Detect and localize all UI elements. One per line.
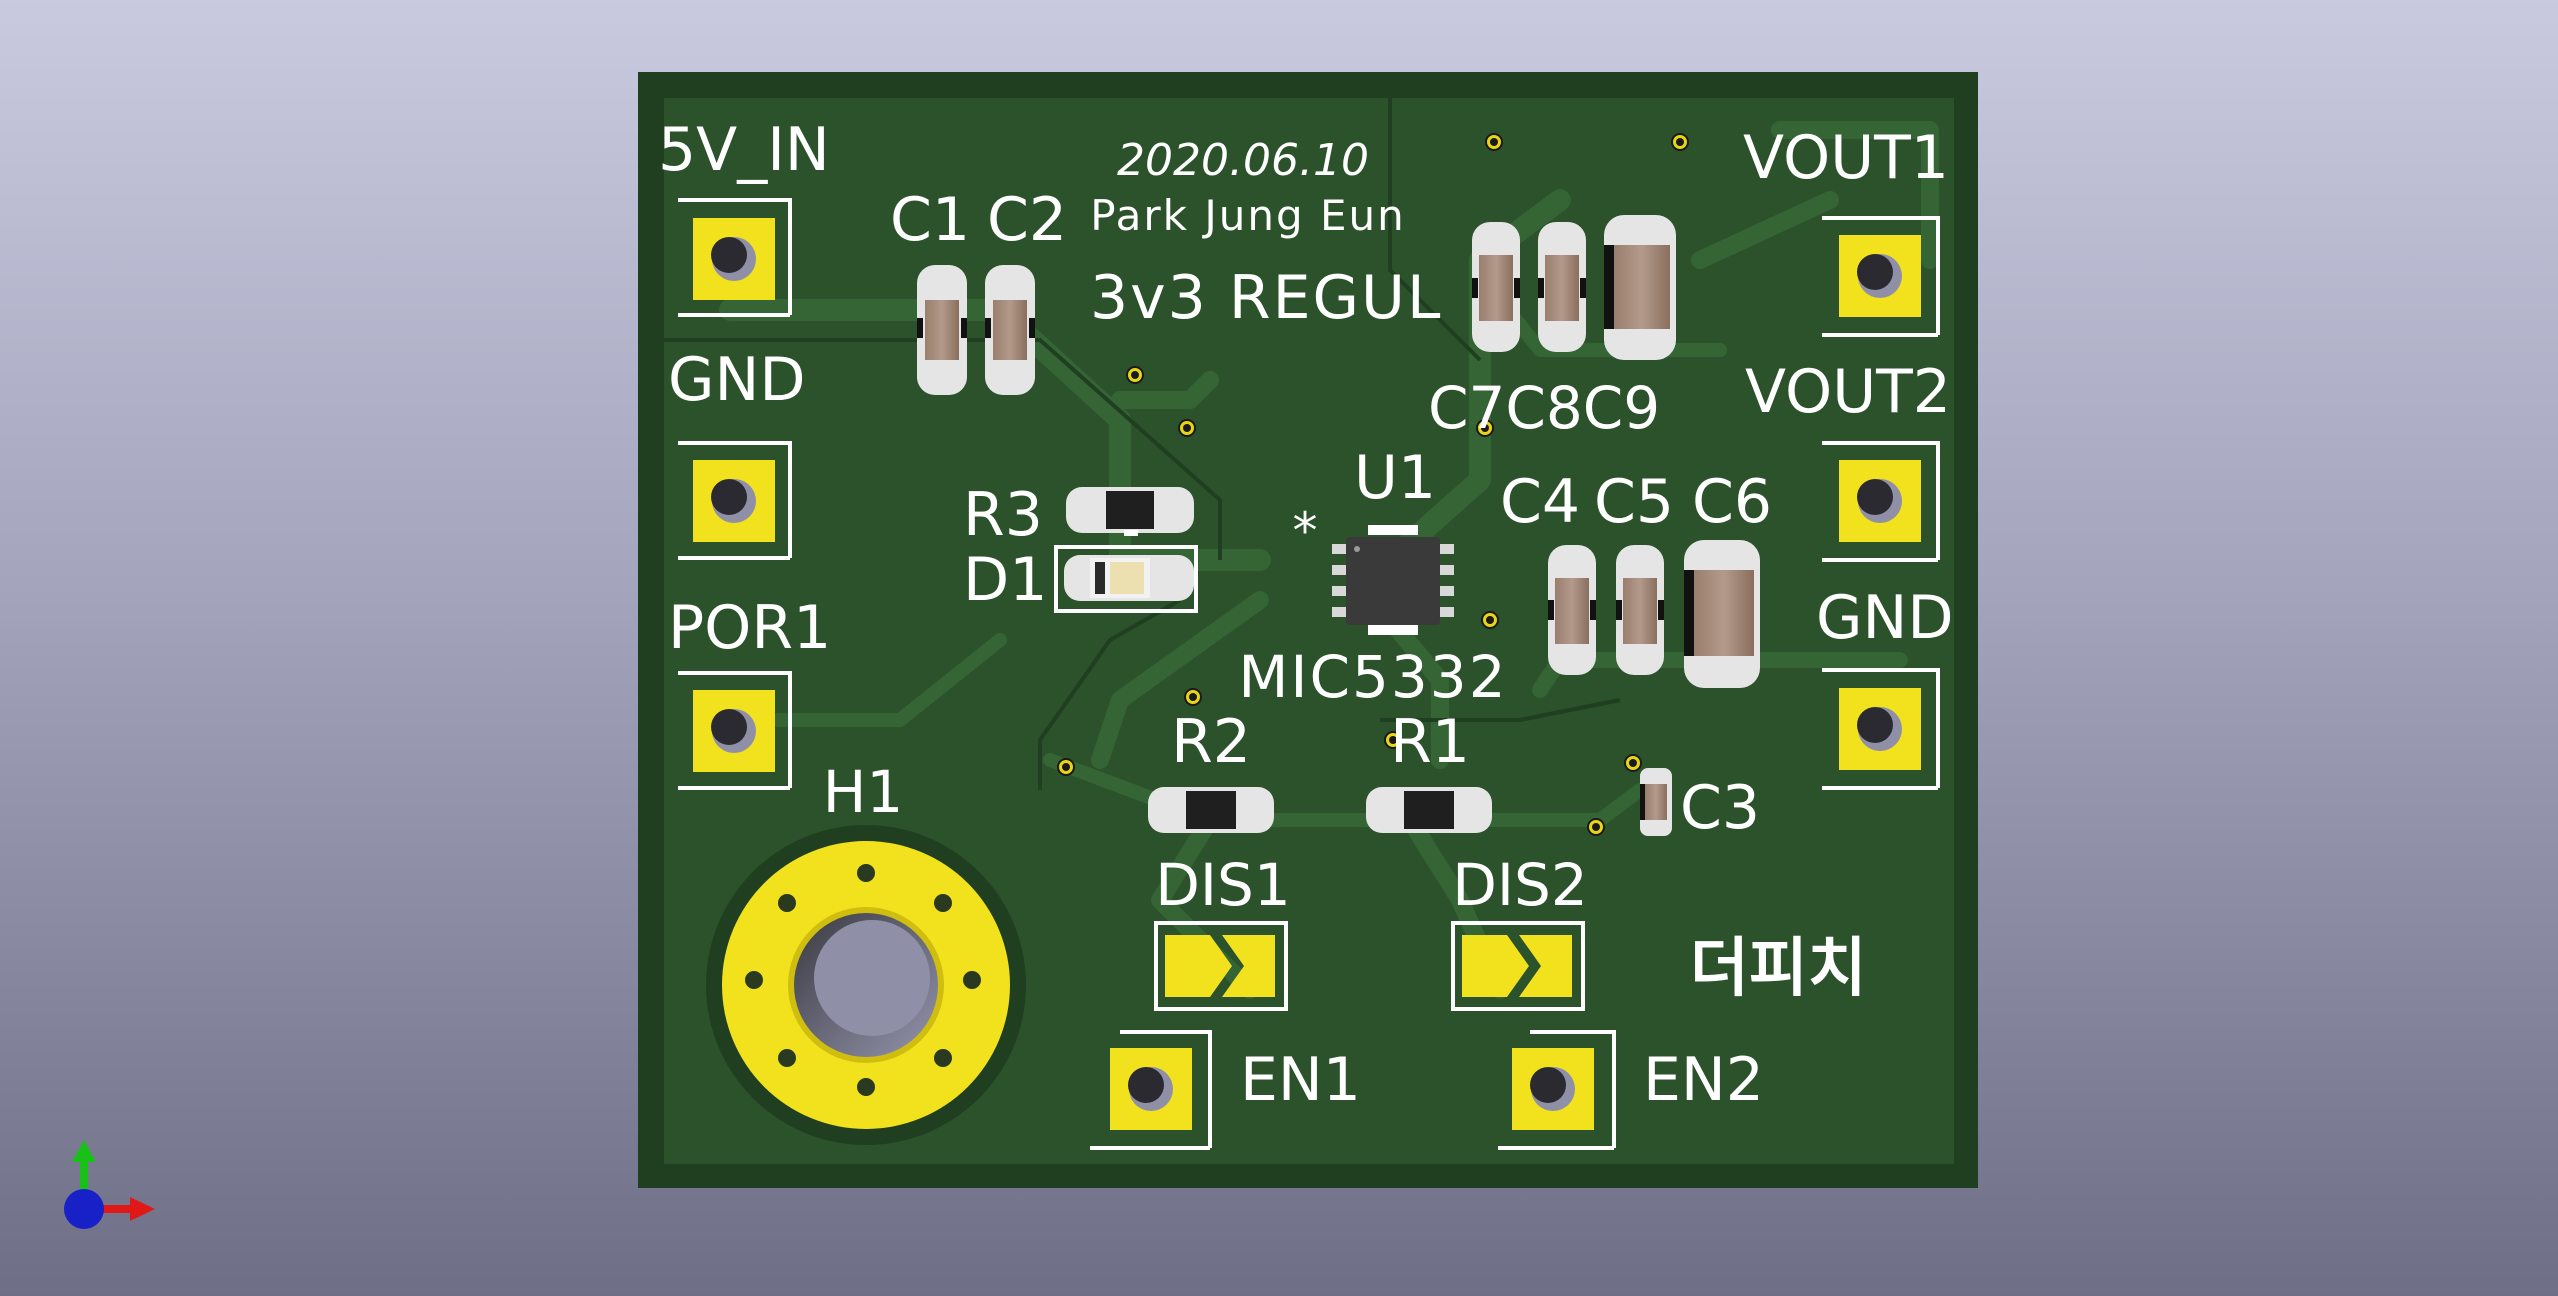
board-logo-text: 더피치 <box>1690 932 1867 1006</box>
ic-body <box>1346 537 1440 625</box>
z-axis-origin <box>64 1189 104 1229</box>
resistor-r2[interactable] <box>1148 787 1274 833</box>
capacitor-c1[interactable] <box>917 265 967 395</box>
capacitor-c7[interactable] <box>1472 222 1520 352</box>
connector-vout2[interactable]: VOUT2 <box>1745 357 1951 562</box>
label-u1: U1 <box>1354 443 1436 513</box>
label-dis2: DIS2 <box>1452 851 1587 919</box>
label-h1: H1 <box>823 758 904 826</box>
label-c3: C3 <box>1680 773 1760 843</box>
led-d1[interactable] <box>1054 545 1198 613</box>
axes-gizmo[interactable] <box>64 1140 155 1229</box>
board-title-text: 3v3 REGUL <box>1090 263 1442 333</box>
hole-vias <box>745 864 981 1096</box>
connector-por1[interactable]: POR1 <box>668 593 831 790</box>
label-u1-value: MIC5332 <box>1238 643 1507 711</box>
capacitor-c4[interactable] <box>1548 545 1596 675</box>
capacitor-c5[interactable] <box>1616 545 1664 675</box>
silk-outline <box>678 441 792 560</box>
label-c5: C5 <box>1594 467 1674 537</box>
label-c6: C6 <box>1692 467 1772 537</box>
label-d1: D1 <box>963 545 1047 615</box>
x-axis-arrowhead <box>130 1197 155 1221</box>
board-author-text: Park Jung Eun <box>1090 191 1406 240</box>
solder-jumper-dis1[interactable] <box>1154 921 1288 1011</box>
ic-u1[interactable] <box>1332 525 1454 635</box>
connector-vout1[interactable]: VOUT1 <box>1743 123 1949 337</box>
label-vout2: VOUT2 <box>1745 357 1951 427</box>
capacitor-c2[interactable] <box>985 265 1035 395</box>
label-5v-in: 5V_IN <box>658 115 830 185</box>
label-por1: POR1 <box>668 593 831 663</box>
board-date-text: 2020.06.10 <box>1117 135 1369 186</box>
label-vout1: VOUT1 <box>1743 123 1949 193</box>
resistor-r1[interactable] <box>1366 787 1492 833</box>
silk-outline <box>678 198 792 317</box>
pour-outlines <box>664 98 1621 790</box>
label-c2: C2 <box>987 185 1067 255</box>
y-axis-arrowhead <box>72 1140 96 1162</box>
label-r3: R3 <box>963 480 1043 550</box>
mounting-hole-h1[interactable]: H1 <box>706 758 1026 1145</box>
label-gnd-left: GND <box>668 345 806 415</box>
label-en2: EN2 <box>1643 1045 1764 1115</box>
label-c7c8c9: C7C8C9 <box>1428 374 1660 442</box>
u1-pin1-marker: * <box>1293 502 1318 560</box>
label-r1: R1 <box>1390 707 1470 777</box>
connector-en1[interactable]: EN1 <box>1090 1030 1361 1150</box>
connector-5v-in[interactable]: 5V_IN <box>658 115 830 317</box>
silk-outline <box>678 671 792 790</box>
label-c1: C1 <box>890 185 970 255</box>
label-dis1: DIS1 <box>1155 851 1290 919</box>
capacitor-c6[interactable] <box>1684 540 1760 688</box>
resistor-r3[interactable] <box>1066 487 1194 536</box>
label-en1: EN1 <box>1240 1045 1361 1115</box>
connector-en2[interactable]: EN2 <box>1498 1030 1764 1150</box>
capacitor-c8[interactable] <box>1538 222 1586 352</box>
capacitor-c3[interactable] <box>1640 768 1672 836</box>
capacitor-c9[interactable] <box>1604 215 1676 360</box>
label-gnd-right: GND <box>1816 583 1954 653</box>
solder-jumper-dis2[interactable] <box>1451 921 1585 1011</box>
label-r2: R2 <box>1171 707 1251 777</box>
label-c4: C4 <box>1500 467 1580 537</box>
connector-gnd-right[interactable]: GND <box>1816 583 1954 790</box>
connector-gnd-left[interactable]: GND <box>668 345 806 560</box>
